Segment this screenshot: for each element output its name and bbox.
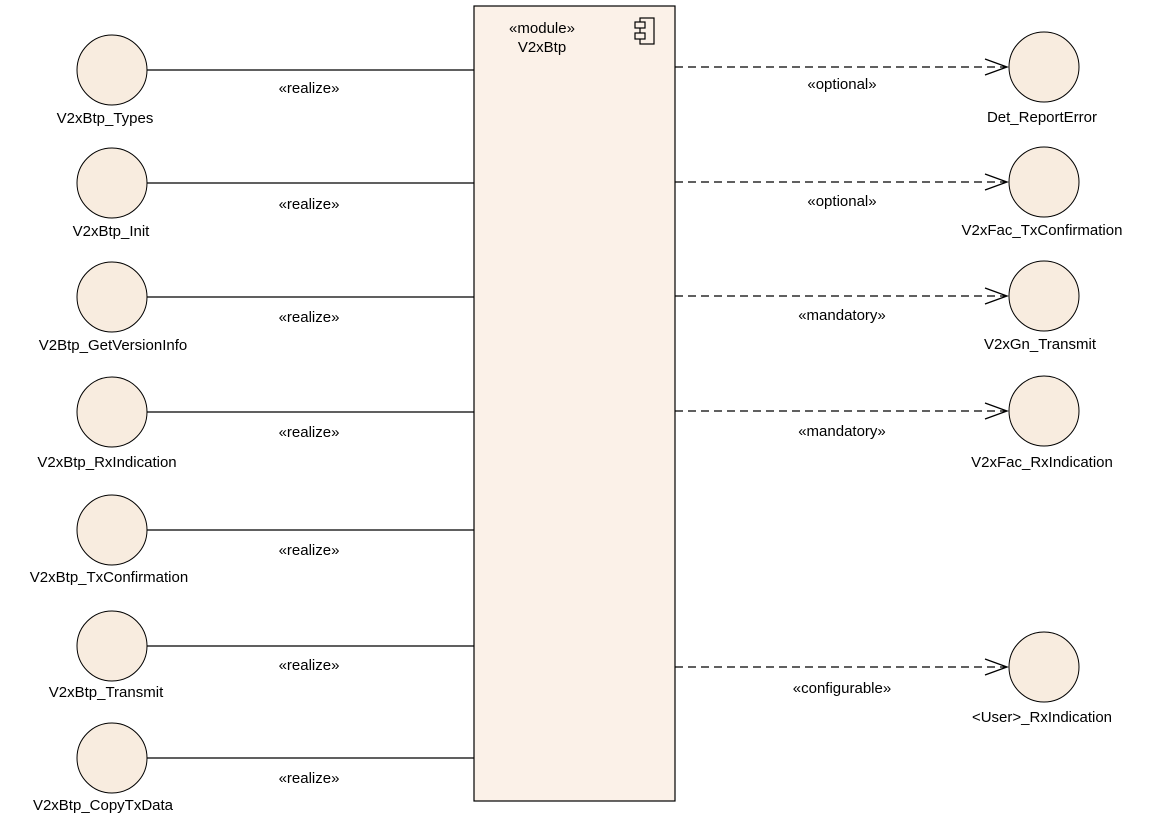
interface-label: V2xFac_RxIndication xyxy=(971,454,1113,471)
interface-circle xyxy=(1008,31,1080,103)
realize-label: «realize» xyxy=(279,542,340,559)
interface-circle xyxy=(1008,631,1080,703)
interface-circle xyxy=(76,494,148,566)
interface-v2xbtp-rxindication[interactable]: V2xBtp_RxIndication «realize» xyxy=(37,376,474,471)
module-box xyxy=(473,5,676,802)
interface-label: V2xBtp_Transmit xyxy=(49,684,164,701)
arrow-head xyxy=(984,58,1009,76)
interface-circle xyxy=(76,261,148,333)
module-stereotype: «module» xyxy=(509,20,575,37)
dependency-label: «optional» xyxy=(807,76,876,93)
arrow-head xyxy=(984,402,1009,420)
realize-label: «realize» xyxy=(279,80,340,97)
interface-v2xbtp-init[interactable]: V2xBtp_Init «realize» xyxy=(73,147,474,240)
dependency-label: «configurable» xyxy=(793,680,891,697)
interface-circle xyxy=(76,34,148,106)
interface-user-rxindication[interactable]: <User>_RxIndication «configurable» xyxy=(675,631,1112,726)
interface-circle xyxy=(1008,146,1080,218)
interface-circle xyxy=(1008,260,1080,332)
interface-v2xgn-transmit[interactable]: V2xGn_Transmit «mandatory» xyxy=(675,260,1097,353)
interface-label: V2xBtp_Init xyxy=(73,223,151,240)
realize-label: «realize» xyxy=(279,196,340,213)
required-interfaces: Det_ReportError «optional» V2xFac_TxConf… xyxy=(675,31,1123,726)
interface-label: V2xFac_TxConfirmation xyxy=(962,222,1123,239)
realize-label: «realize» xyxy=(279,657,340,674)
interface-circle xyxy=(1008,375,1080,447)
dependency-label: «optional» xyxy=(807,193,876,210)
interface-v2xfac-txconfirmation[interactable]: V2xFac_TxConfirmation «optional» xyxy=(675,146,1123,239)
provided-interfaces: V2xBtp_Types «realize» V2xBtp_Init «real… xyxy=(30,34,474,814)
realize-label: «realize» xyxy=(279,309,340,326)
interface-v2btp-getversioninfo[interactable]: V2Btp_GetVersionInfo «realize» xyxy=(39,261,474,354)
realize-label: «realize» xyxy=(279,770,340,787)
interface-circle xyxy=(76,147,148,219)
arrow-head xyxy=(984,658,1009,676)
interface-label: V2xBtp_TxConfirmation xyxy=(30,569,188,586)
interface-label: V2xGn_Transmit xyxy=(984,336,1097,353)
interface-label: V2xBtp_Types xyxy=(57,110,154,127)
interface-label: V2xBtp_CopyTxData xyxy=(33,797,174,814)
interface-label: <User>_RxIndication xyxy=(972,709,1112,726)
interface-label: Det_ReportError xyxy=(987,109,1097,126)
interface-v2xbtp-copytxdata[interactable]: V2xBtp_CopyTxData «realize» xyxy=(33,722,474,814)
component-icon xyxy=(634,17,655,45)
interface-label: V2Btp_GetVersionInfo xyxy=(39,337,187,354)
interface-det-reporterror[interactable]: Det_ReportError «optional» xyxy=(675,31,1097,126)
dependency-label: «mandatory» xyxy=(798,423,886,440)
module-name: V2xBtp xyxy=(518,39,566,56)
interface-circle xyxy=(76,610,148,682)
interface-label: V2xBtp_RxIndication xyxy=(37,454,176,471)
interface-v2xbtp-transmit[interactable]: V2xBtp_Transmit «realize» xyxy=(49,610,474,701)
interface-v2xfac-rxindication[interactable]: V2xFac_RxIndication «mandatory» xyxy=(675,375,1113,471)
interface-circle xyxy=(76,722,148,794)
module-v2xbtp[interactable]: «module» V2xBtp xyxy=(473,5,676,802)
interface-v2xbtp-txconfirmation[interactable]: V2xBtp_TxConfirmation «realize» xyxy=(30,494,474,586)
interface-circle xyxy=(76,376,148,448)
realize-label: «realize» xyxy=(279,424,340,441)
dependency-label: «mandatory» xyxy=(798,307,886,324)
arrow-head xyxy=(984,287,1009,305)
interface-v2xbtp-types[interactable]: V2xBtp_Types «realize» xyxy=(57,34,474,127)
arrow-head xyxy=(984,173,1009,191)
